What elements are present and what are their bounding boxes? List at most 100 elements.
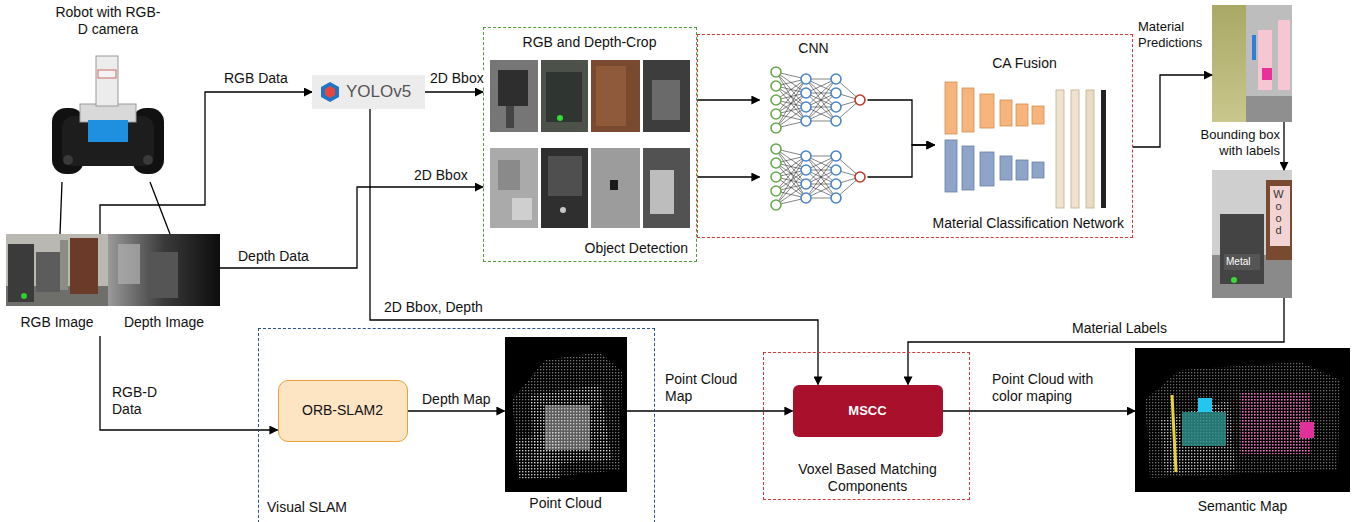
depth-crops <box>591 148 640 228</box>
semantic-map-picture <box>1145 362 1340 478</box>
prediction-picture <box>1212 5 1292 122</box>
semantic-map-picture <box>1240 392 1310 454</box>
ca-fusion-picture <box>980 152 994 186</box>
semantic-map-picture <box>1172 395 1176 472</box>
robot-picture <box>63 155 73 165</box>
image-thumbnail: Material Predictions <box>1212 5 1292 122</box>
prediction-picture <box>1212 5 1246 122</box>
ca-fusion-picture <box>1032 162 1044 178</box>
ca-fusion-picture <box>1032 106 1044 124</box>
group-box: RGB and Depth-CropObject Detection <box>483 27 697 262</box>
edge-label: Bounding box with labels <box>1188 127 1282 158</box>
rgb-crops <box>596 66 626 126</box>
image-caption: RGB Image <box>6 314 108 331</box>
prediction-picture <box>1252 35 1256 60</box>
prediction-picture <box>1278 20 1290 90</box>
image-thumbnail: MetalWood <box>1212 170 1292 298</box>
depth-crops <box>610 180 618 190</box>
labelled-photo <box>1212 170 1292 298</box>
semantic-map-picture <box>1160 400 1235 474</box>
group-title: Object Detection <box>585 240 689 257</box>
group-box: Voxel Based Matching Components MSCC <box>763 352 970 500</box>
group-title: Voxel Based Matching Components <box>789 461 946 495</box>
rgb-image-picture <box>21 293 27 299</box>
robot-picture <box>52 56 164 174</box>
ca-fusion-picture <box>945 82 957 134</box>
depth-crops <box>490 148 690 228</box>
point-cloud-picture <box>515 430 560 478</box>
cnn-networks <box>771 144 865 210</box>
group-box: Material Classification NetworkCNNCA Fus… <box>697 34 1133 238</box>
rgb-image-picture <box>60 240 68 290</box>
edge-label: Depth Map <box>420 391 492 408</box>
image-caption: Depth Image <box>108 314 220 331</box>
depth-crops <box>490 148 538 228</box>
prediction-picture <box>1262 68 1272 80</box>
material-tag: Metal <box>1226 256 1250 268</box>
image-caption: Semantic Map <box>1135 498 1350 515</box>
rgb-crops <box>591 60 640 132</box>
connector-arrow <box>370 109 818 385</box>
process-name: MSCC <box>848 403 886 419</box>
point-cloud-picture <box>505 337 627 492</box>
edge-label: 2D Bbox <box>428 70 486 87</box>
rgb-crops <box>490 60 538 132</box>
ca-fusion-picture <box>945 140 1044 192</box>
process-box: ORB-SLAM2 <box>278 380 408 442</box>
prediction-picture <box>1212 5 1292 122</box>
rgb-crops <box>498 70 528 106</box>
depth-crops <box>541 148 588 228</box>
robot-figure: Robot with RGB-D camera <box>48 4 168 182</box>
labelled-photo <box>1266 180 1292 260</box>
rgb-image-picture <box>6 234 108 306</box>
labelled-photo <box>1224 254 1260 270</box>
network-block: CNN <box>760 40 868 215</box>
rgb-image-picture <box>6 234 108 306</box>
robot-picture <box>143 155 153 165</box>
semantic-map-picture <box>1135 348 1350 492</box>
labelled-photo <box>1212 170 1292 298</box>
rgb-crops <box>546 72 582 122</box>
robot-picture <box>96 56 118 106</box>
edge-label: Depth Data <box>236 248 311 265</box>
ca-fusion-picture <box>1086 90 1094 208</box>
rgb-crops <box>506 106 514 128</box>
detector-box: YOLOv5 <box>312 75 425 109</box>
connector-arrow <box>1283 122 1284 170</box>
depth-crops <box>498 160 520 190</box>
ca-fusion-picture <box>962 88 974 132</box>
connector-arrow <box>697 176 760 177</box>
rgb-crops <box>490 60 690 132</box>
cnn-networks <box>771 67 865 133</box>
edge-label: Point Cloud Map <box>663 371 757 405</box>
group-title: Visual SLAM <box>267 499 347 516</box>
ca-fusion-picture <box>1101 90 1106 208</box>
connector-arrow <box>868 145 935 177</box>
prediction-picture <box>1246 96 1292 122</box>
detector-name: YOLOv5 <box>346 82 411 102</box>
depth-crops <box>650 170 674 214</box>
ca-fusion-picture <box>1071 90 1079 208</box>
depth-crops <box>560 207 566 213</box>
ca-fusion-picture <box>1016 104 1028 126</box>
depth-image-picture <box>108 234 220 306</box>
connector-arrow <box>408 410 505 411</box>
depth-image-picture <box>118 244 140 284</box>
signal-label: 2D Bbox <box>412 167 470 184</box>
semantic-map-picture <box>1300 422 1314 438</box>
group-heading: RGB and Depth-Crop <box>484 34 695 51</box>
group-title: Material Classification Network <box>933 215 1124 232</box>
point-cloud-picture <box>505 337 627 492</box>
image-thumbnail: Point Cloud <box>505 337 627 517</box>
logo-icon <box>325 86 335 98</box>
image-thumbnail: Semantic Map <box>1135 348 1350 518</box>
semantic-map-picture <box>1182 412 1226 446</box>
semantic-map-picture <box>1198 398 1212 412</box>
rgb-image-picture <box>8 244 34 302</box>
edge-label: Point Cloud with color maping <box>990 371 1119 405</box>
figure-title: Robot with RGB-D camera <box>53 4 163 38</box>
labelled-photo <box>1220 214 1264 284</box>
point-cloud-picture <box>512 352 622 480</box>
